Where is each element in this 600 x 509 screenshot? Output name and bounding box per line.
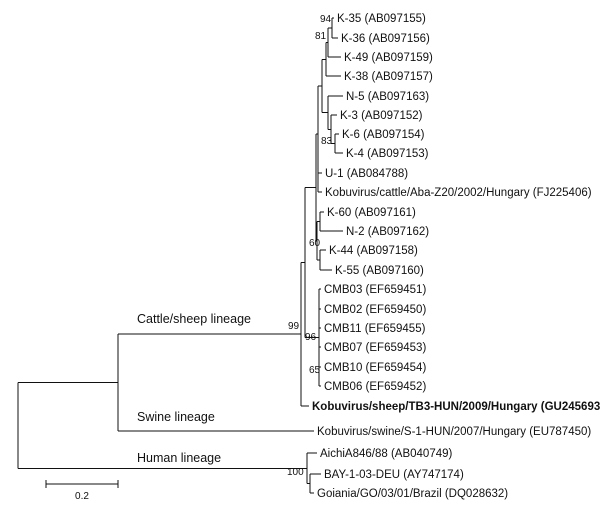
leaf-label-n2: N-2 (AB097162) [346,226,429,238]
leaf-label-k36: K-36 (AB097156) [341,33,430,45]
bootstrap-label-99: 99 [288,321,300,332]
leaf-label-k3: K-3 (AB097152) [340,110,423,122]
tree-branches [17,17,343,494]
leaf-labels: K-35 (AB097155) K-36 (AB097156) K-49 (AB09… [312,13,600,500]
bootstrap-label-94: 94 [320,14,332,25]
leaf-label-aichi: AichiA846/88 (AB040749) [320,448,453,460]
scale-bar [45,480,119,488]
leaf-label-k49: K-49 (AB097159) [344,52,433,64]
leaf-label-cmb10: CMB10 (EF659454) [324,362,426,374]
lineage-label-human: Human lineage [137,451,221,465]
leaf-label-k44: K-44 (AB097158) [329,245,418,257]
leaf-label-u1: U-1 (AB084788) [325,168,408,180]
leaf-label-k4: K-4 (AB097153) [346,148,429,160]
lineage-label-swine: Swine lineage [137,410,215,424]
bootstrap-label-81: 81 [315,31,327,42]
leaf-label-aba: Kobuvirus/cattle/Aba-Z20/2002/Hungary (F… [325,187,592,199]
leaf-label-k6: K-6 (AB097154) [342,129,425,141]
leaf-label-k60: K-60 (AB097161) [327,207,416,219]
leaf-label-cmb11: CMB11 (EF659455) [324,323,426,335]
leaf-label-cmb02: CMB02 (EF659450) [324,304,426,316]
scale-bar-label: 0.2 [75,491,89,502]
bootstrap-label-100: 100 [287,467,304,478]
leaf-label-sheep: Kobuvirus/sheep/TB3-HUN/2009/Hungary (GU… [312,401,600,413]
leaf-label-k55: K-55 (AB097160) [335,265,424,277]
bootstrap-label-83: 83 [321,136,333,147]
leaf-label-k35: K-35 (AB097155) [337,13,426,25]
lineage-label-cattle-sheep: Cattle/sheep lineage [137,312,251,326]
leaf-label-cmb07: CMB07 (EF659453) [324,342,426,354]
bootstrap-label-65: 65 [309,365,321,376]
leaf-label-k38: K-38 (AB097157) [344,71,433,83]
leaf-label-goiania: Goiania/GO/03/01/Brazil (DQ028632) [317,488,508,500]
bootstrap-label-96: 96 [305,332,317,343]
leaf-label-cmb06: CMB06 (EF659452) [324,381,426,393]
leaf-label-n5: N-5 (AB097163) [346,91,429,103]
leaf-label-cmb03: CMB03 (EF659451) [324,284,426,296]
leaf-label-bay: BAY-1-03-DEU (AY747174) [324,469,464,481]
leaf-label-swine: Kobuvirus/swine/S-1-HUN/2007/Hungary (EU… [317,426,591,438]
bootstrap-label-60: 60 [309,238,321,249]
